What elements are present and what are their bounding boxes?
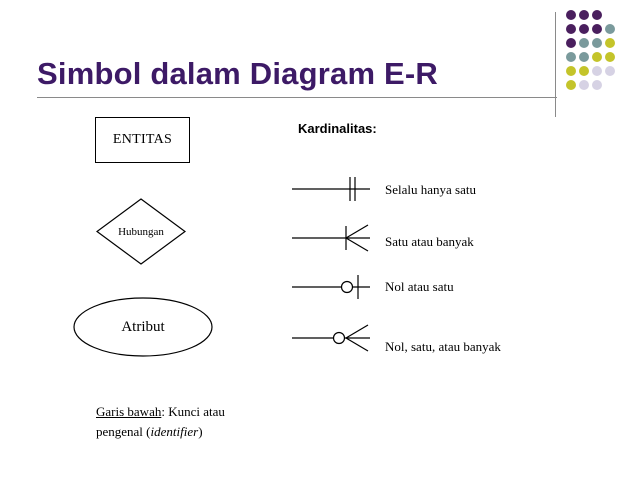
dot: [566, 10, 576, 20]
dot: [566, 80, 576, 90]
cardinality-symbols: [292, 177, 370, 352]
slide-title: Simbol dalam Diagram E-R: [37, 56, 439, 91]
entity-symbol: ENTITAS: [95, 117, 190, 163]
dot: [592, 10, 602, 20]
cardinality-label: Nol atau satu: [385, 279, 454, 294]
dot: [566, 38, 576, 48]
zero-one-or-many-symbol: [292, 324, 370, 352]
cardinality-title: Kardinalitas:: [298, 121, 377, 136]
dot: [566, 24, 576, 34]
dot: [579, 38, 589, 48]
relationship-diamond: [96, 198, 186, 265]
one-or-many-symbol: [292, 224, 370, 252]
attribute-ellipse: [73, 297, 213, 357]
note-underlined: Garis bawah: [96, 404, 162, 419]
note-text: : Kunci atau: [161, 404, 225, 419]
dot: [592, 80, 602, 90]
relationship-label: Hubungan: [118, 225, 164, 238]
dot: [579, 52, 589, 62]
dot: [605, 38, 615, 48]
dot: [592, 24, 602, 34]
entity-label: ENTITAS: [112, 132, 173, 147]
dot: [579, 66, 589, 76]
dot: [579, 24, 589, 34]
one-and-only-one-symbol: [292, 177, 370, 201]
attribute-label: Atribut: [121, 318, 165, 335]
zero-or-one-symbol: [292, 275, 370, 299]
divider-horizontal: [37, 97, 557, 98]
dot: [592, 66, 602, 76]
key-note: Garis bawah: Kunci atau pengenal (identi…: [96, 402, 225, 442]
note-text: pengenal (: [96, 424, 151, 439]
note-italic: identifier: [150, 424, 199, 439]
dot: [605, 66, 615, 76]
cardinality-label: Satu atau banyak: [385, 234, 474, 249]
divider-vertical: [555, 12, 556, 117]
cardinality-label: Nol, satu, atau banyak: [385, 339, 501, 354]
dot: [605, 52, 615, 62]
dot: [592, 52, 602, 62]
dot: [566, 52, 576, 62]
dot: [566, 66, 576, 76]
dot: [592, 38, 602, 48]
dot: [605, 24, 615, 34]
dot: [579, 10, 589, 20]
note-text: ): [198, 424, 203, 439]
cardinality-label: Selalu hanya satu: [385, 182, 476, 197]
dot: [579, 80, 589, 90]
